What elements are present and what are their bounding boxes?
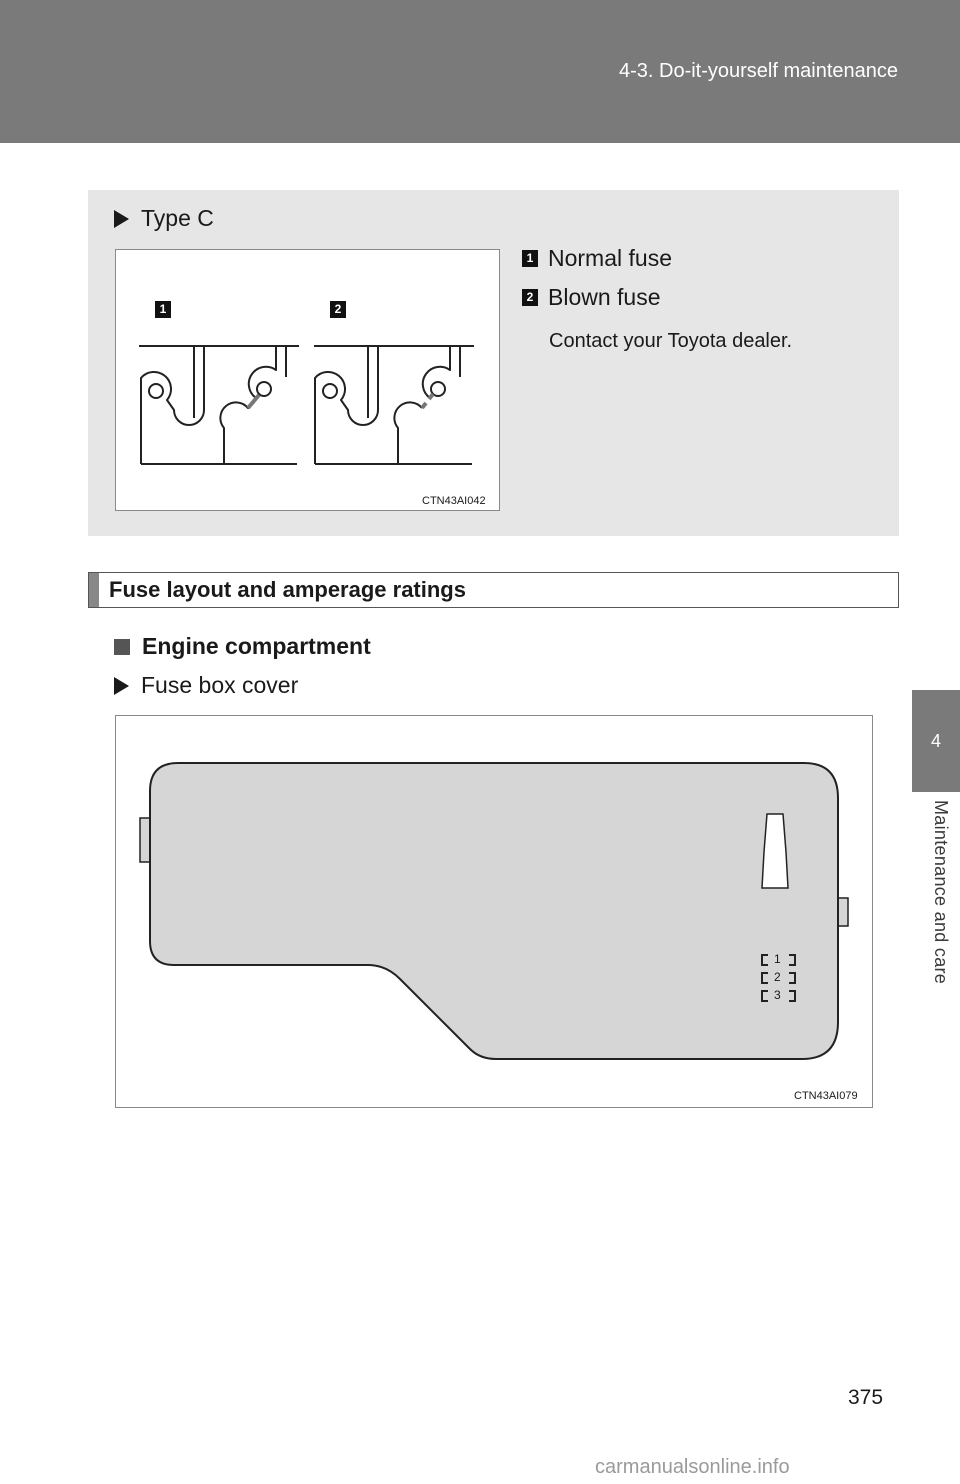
section-header: Fuse layout and amperage ratings: [88, 572, 899, 608]
engine-compartment-heading: Engine compartment: [114, 633, 371, 660]
chapter-number: 4: [930, 730, 941, 751]
fuse-box-cover-text: Fuse box cover: [141, 672, 299, 698]
chapter-label: Maintenance and care: [931, 800, 951, 985]
legend-normal-fuse: 1 Normal fuse: [522, 245, 672, 272]
legend-label: Blown fuse: [548, 284, 661, 310]
header-title: 4-3. Do-it-yourself maintenance: [618, 60, 898, 82]
engine-compartment-text: Engine compartment: [142, 633, 371, 659]
dealer-note: Contact your Toyota dealer.: [549, 330, 793, 352]
legend-label: Normal fuse: [548, 245, 672, 271]
type-c-heading-text: Type C: [141, 205, 214, 231]
arrow-right-icon: [114, 677, 129, 695]
fuse-box-cover-heading: Fuse box cover: [114, 672, 298, 699]
arrow-right-icon: [114, 210, 129, 228]
type-c-heading: Type C: [114, 205, 214, 232]
watermark: carmanualsonline.info: [595, 1456, 790, 1478]
fuse-type-c-figure: 1 2 CTN43AI042: [115, 249, 500, 511]
cover-number-1: 1: [774, 952, 781, 966]
chapter-tab: 4: [912, 690, 960, 792]
section-title: Fuse layout and amperage ratings: [109, 577, 466, 602]
fuse-box-cover-figure: 1 2 3 CTN43AI079: [115, 715, 873, 1108]
page-header: 4-3. Do-it-yourself maintenance: [0, 0, 960, 143]
cover-number-2: 2: [774, 970, 781, 984]
cover-number-3: 3: [774, 988, 781, 1002]
figure-code: CTN43AI042: [422, 495, 486, 507]
square-bullet-icon: [114, 639, 130, 655]
figure-badge-blown: 2: [330, 301, 346, 318]
figure-badge-normal: 1: [155, 301, 171, 318]
legend-blown-fuse: 2 Blown fuse: [522, 284, 661, 311]
legend-badge: 2: [522, 289, 538, 306]
fuse-diagram: [139, 345, 474, 465]
legend-badge: 1: [522, 250, 538, 267]
figure-code: CTN43AI079: [794, 1090, 858, 1102]
page-number: 375: [848, 1386, 884, 1409]
fuse-box-cover-drawing: [139, 762, 849, 1060]
